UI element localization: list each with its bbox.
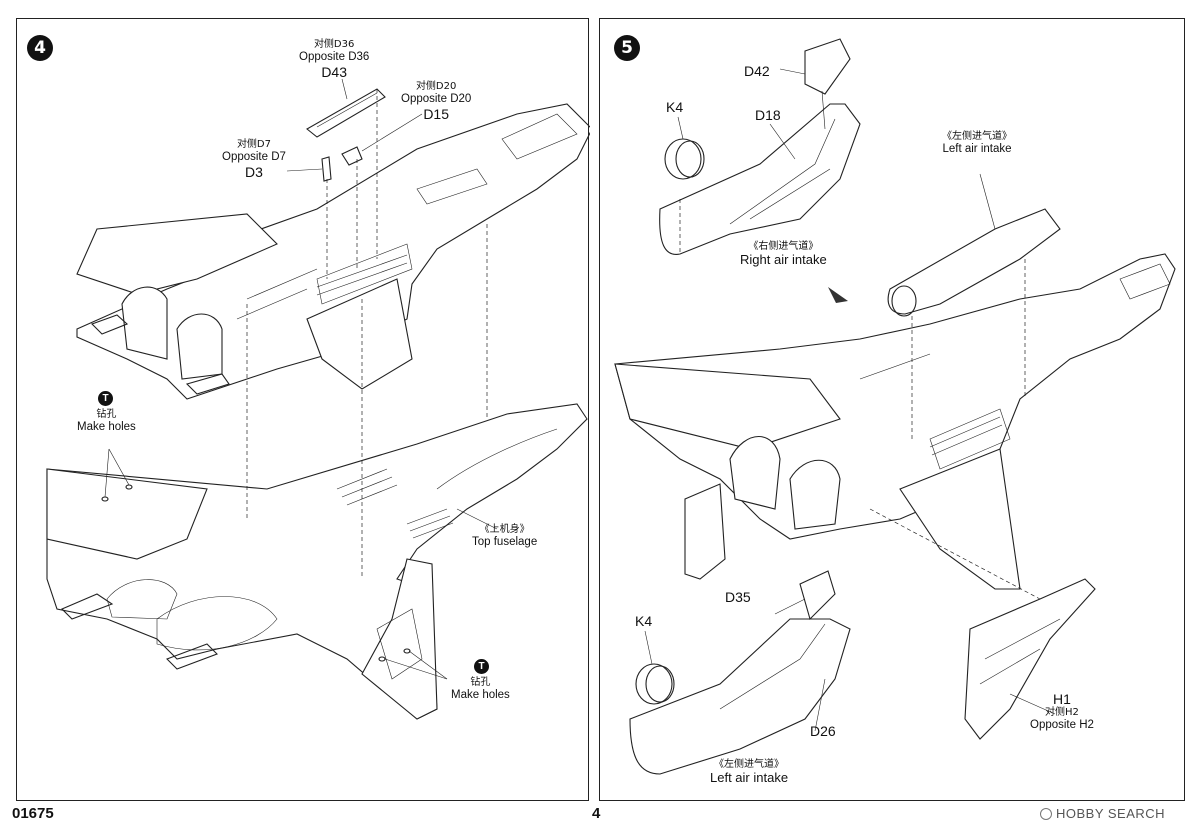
label-d35: D35	[725, 589, 751, 605]
label-d43-cn: 对侧D36	[313, 39, 355, 50]
label-right-intake-en: Right air intake	[740, 251, 827, 267]
label-make-holes-2: 钻孔 Make holes	[451, 677, 510, 702]
label-make-holes-2-en: Make holes	[451, 688, 510, 701]
watermark: HOBBY SEARCH	[1040, 806, 1165, 821]
label-left-intake-bottom-cn: 《左侧进气道》	[714, 759, 785, 770]
label-h1: H1 对侧H2 Opposite H2	[1030, 691, 1094, 732]
label-top-fuselage-cn: 《上机身》	[479, 524, 530, 535]
watermark-logo-icon	[1040, 808, 1052, 820]
label-left-intake-top-en: Left air intake	[942, 142, 1012, 155]
product-code: 01675	[12, 805, 54, 822]
step-5-panel: 5 K4 D42 D18 《右侧进气道》 Right air intake 《左…	[599, 18, 1185, 801]
label-d15-en: Opposite D20	[401, 92, 472, 105]
label-h1-cn: 对侧H2	[1045, 707, 1079, 719]
label-d43: 对侧D36 Opposite D36 D43	[299, 39, 369, 80]
label-d3: 对侧D7 Opposite D7 D3	[222, 139, 286, 180]
drill-icon: T	[474, 659, 489, 674]
left-air-intake-top-drawing	[887, 208, 1061, 317]
label-make-holes-1-en: Make holes	[77, 420, 136, 433]
top-fuselage-drawing	[46, 403, 588, 720]
step-4-drawing	[46, 78, 590, 720]
label-make-holes-1-cn: 钻孔	[96, 409, 117, 420]
label-d15: 对侧D20 Opposite D20 D15	[401, 81, 471, 122]
label-d3-en: Opposite D7	[222, 150, 286, 163]
step-4-badge: 4	[27, 35, 53, 61]
stabilizer-h1-drawing	[964, 578, 1096, 740]
label-d42: D42	[744, 63, 770, 79]
label-make-holes-1: 钻孔 Make holes	[77, 409, 136, 434]
direction-arrow	[828, 287, 848, 303]
part-d43-drawing	[306, 88, 386, 138]
label-d15-cn: 对侧D20	[415, 81, 457, 92]
label-top-fuselage-en: Top fuselage	[472, 535, 538, 548]
label-d43-en: Opposite D36	[299, 50, 370, 63]
label-right-intake-cn: 《右侧进气道》	[748, 241, 819, 252]
drill-icon: T	[98, 391, 113, 406]
label-k4-top: K4	[666, 99, 684, 115]
watermark-text: HOBBY SEARCH	[1056, 806, 1166, 821]
label-left-intake-top-cn: 《左侧进气道》	[942, 131, 1012, 142]
label-make-holes-2-cn: 钻孔	[470, 677, 491, 688]
label-d18: D18	[755, 107, 781, 123]
label-left-intake-bottom: 《左侧进气道》 Left air intake	[710, 759, 788, 785]
label-h1-part: H1	[1053, 691, 1071, 707]
label-d15-part: D15	[423, 105, 449, 122]
part-d3-drawing	[321, 156, 332, 182]
label-d26: D26	[810, 723, 836, 739]
step-5-drawing	[614, 38, 1176, 775]
step-5-badge: 5	[614, 35, 640, 61]
label-d3-part: D3	[245, 163, 263, 180]
label-right-intake: 《右侧进气道》 Right air intake	[740, 241, 827, 267]
label-top-fuselage: 《上机身》 Top fuselage	[472, 524, 537, 549]
aircraft-body-drawing	[614, 253, 1176, 590]
left-air-intake-bottom-drawing	[629, 570, 851, 775]
step-4-panel: 4 对侧D36 Opposite D36 D43 对侧D20 Opposite …	[16, 18, 590, 801]
label-d43-part: D43	[321, 63, 347, 80]
label-k4-bottom: K4	[635, 613, 653, 629]
part-d15-drawing	[341, 146, 363, 166]
lower-fuselage-drawing	[76, 103, 590, 400]
label-h1-en: Opposite H2	[1030, 718, 1094, 731]
label-left-intake-top: 《左侧进气道》 Left air intake	[942, 131, 1012, 156]
label-left-intake-bottom-en: Left air intake	[710, 769, 789, 785]
right-air-intake-drawing	[659, 38, 861, 255]
page-number: 4	[592, 805, 601, 822]
label-d3-cn: 对侧D7	[236, 139, 271, 150]
